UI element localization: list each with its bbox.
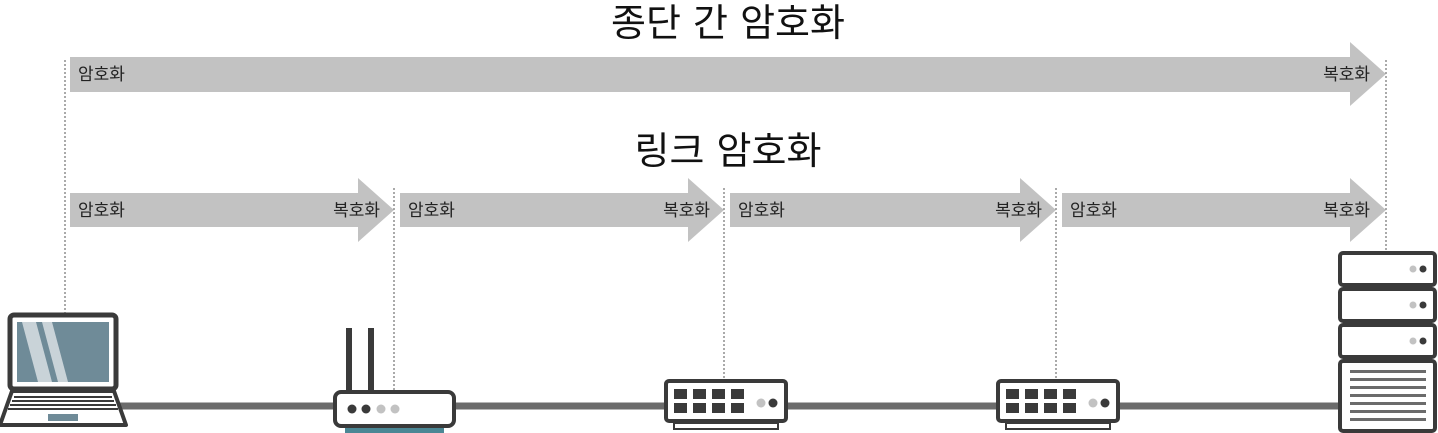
end-to-end-title: 종단 간 암호화	[611, 1, 845, 45]
end-to-end-decrypt-label: 복호화	[1323, 65, 1370, 85]
link-arrow-3: 암호화 복호화	[730, 178, 1056, 242]
link-arrow-2: 암호화 복호화	[400, 178, 724, 242]
end-to-end-arrow: 암호화 복호화	[70, 42, 1386, 106]
link-encrypt-label: 암호화	[738, 201, 785, 221]
link-decrypt-label: 복호화	[663, 201, 710, 221]
link-decrypt-label: 복호화	[995, 201, 1042, 221]
link-arrow-shape	[400, 178, 724, 242]
link-arrow-shape	[70, 178, 394, 242]
switch-icon	[996, 379, 1120, 430]
link-arrow-shape	[730, 178, 1056, 242]
laptop-icon	[0, 312, 128, 427]
router-icon	[333, 328, 456, 433]
link-arrow-4: 암호화 복호화	[1062, 178, 1386, 242]
link-encrypt-label: 암호화	[1070, 201, 1117, 221]
link-arrow-1: 암호화 복호화	[70, 178, 394, 242]
link-decrypt-label: 복호화	[333, 201, 380, 221]
server-icon	[1338, 251, 1437, 433]
link-decrypt-label: 복호화	[1323, 201, 1370, 221]
link-encryption-title: 링크 암호화	[635, 129, 822, 173]
end-to-end-arrow-shape	[70, 42, 1386, 106]
link-encrypt-label: 암호화	[408, 201, 455, 221]
switch-icon	[664, 379, 788, 430]
guide-lines	[64, 60, 1387, 395]
end-to-end-encrypt-label: 암호화	[78, 65, 125, 85]
link-encrypt-label: 암호화	[78, 201, 125, 221]
link-arrow-shape	[1062, 178, 1386, 242]
